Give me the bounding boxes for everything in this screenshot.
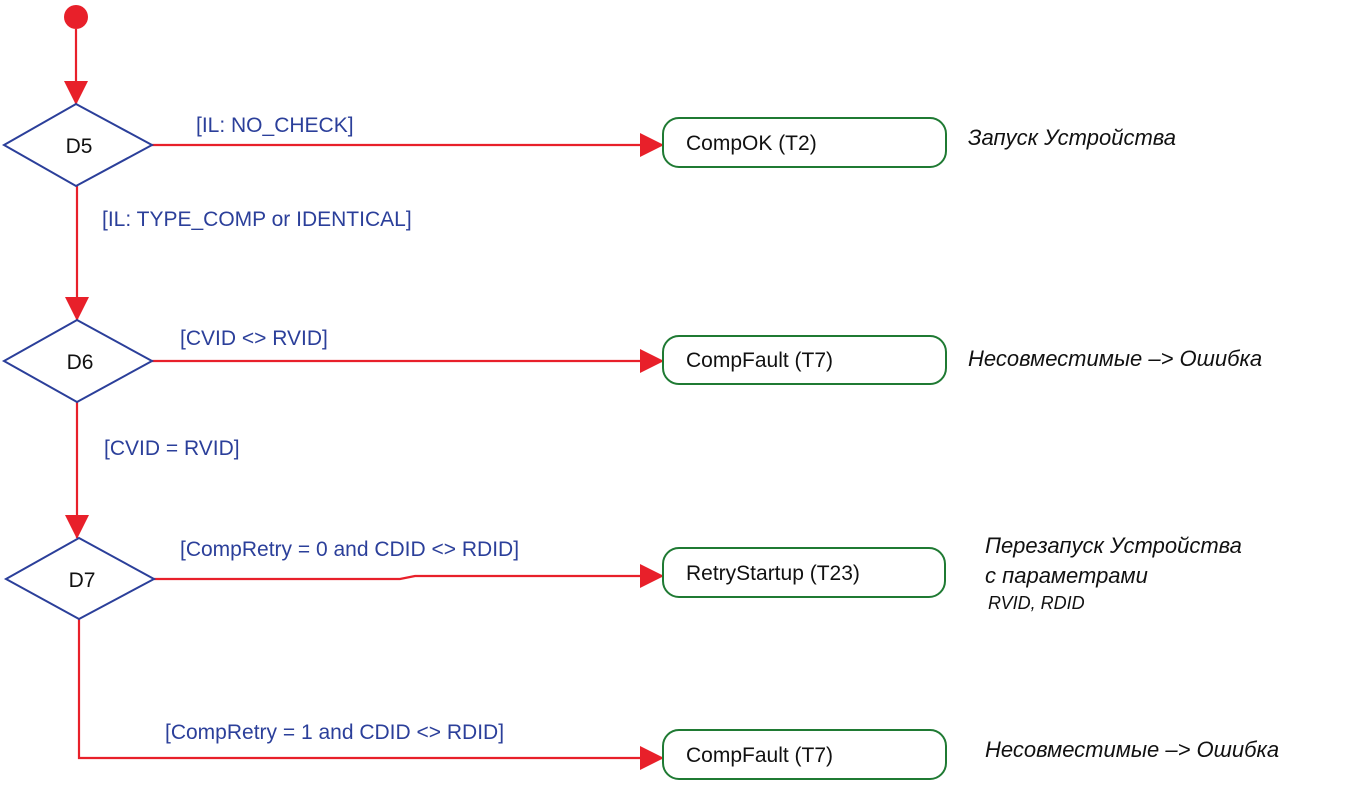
note-retry-line1: Перезапуск Устройства	[985, 533, 1242, 558]
guard-d6-right: [CVID <> RVID]	[180, 327, 328, 350]
state-compok: CompOK (T2)	[662, 117, 947, 168]
note-retry-line3: RVID, RDID	[988, 593, 1085, 613]
decision-d5-label: D5	[66, 135, 93, 158]
decision-d7: D7	[3, 536, 157, 621]
state-retry-startup-label: RetryStartup (T23)	[686, 562, 860, 585]
decision-d6: D6	[1, 318, 155, 404]
guard-d6-down: [CVID = RVID]	[104, 437, 240, 460]
decision-d5: D5	[1, 102, 155, 188]
note-compfault-2: Несовместимые –> Ошибка	[985, 737, 1279, 762]
state-compfault-1-label: CompFault (T7)	[686, 349, 833, 372]
state-compok-label: CompOK (T2)	[686, 132, 817, 155]
decision-d7-label: D7	[69, 569, 96, 592]
initial-node	[64, 5, 88, 29]
guard-d5-down: [IL: TYPE_COMP or IDENTICAL]	[102, 208, 412, 231]
decision-d6-label: D6	[67, 351, 94, 374]
guard-d5-right: [IL: NO_CHECK]	[196, 114, 354, 137]
state-compfault-1: CompFault (T7)	[662, 335, 947, 385]
note-compfault-1: Несовместимые –> Ошибка	[968, 346, 1262, 371]
guard-d7-down: [CompRetry = 1 and CDID <> RDID]	[165, 721, 504, 744]
note-compok: Запуск Устройства	[968, 125, 1176, 150]
note-retry-line2: с параметрами	[985, 563, 1148, 588]
state-compfault-2: CompFault (T7)	[662, 729, 947, 780]
state-compfault-2-label: CompFault (T7)	[686, 744, 833, 767]
flow-d7-to-compfault-2	[77, 619, 664, 770]
guard-d7-right: [CompRetry = 0 and CDID <> RDID]	[180, 538, 519, 561]
state-retry-startup: RetryStartup (T23)	[662, 547, 946, 598]
flow-d7-to-retry	[154, 564, 664, 588]
